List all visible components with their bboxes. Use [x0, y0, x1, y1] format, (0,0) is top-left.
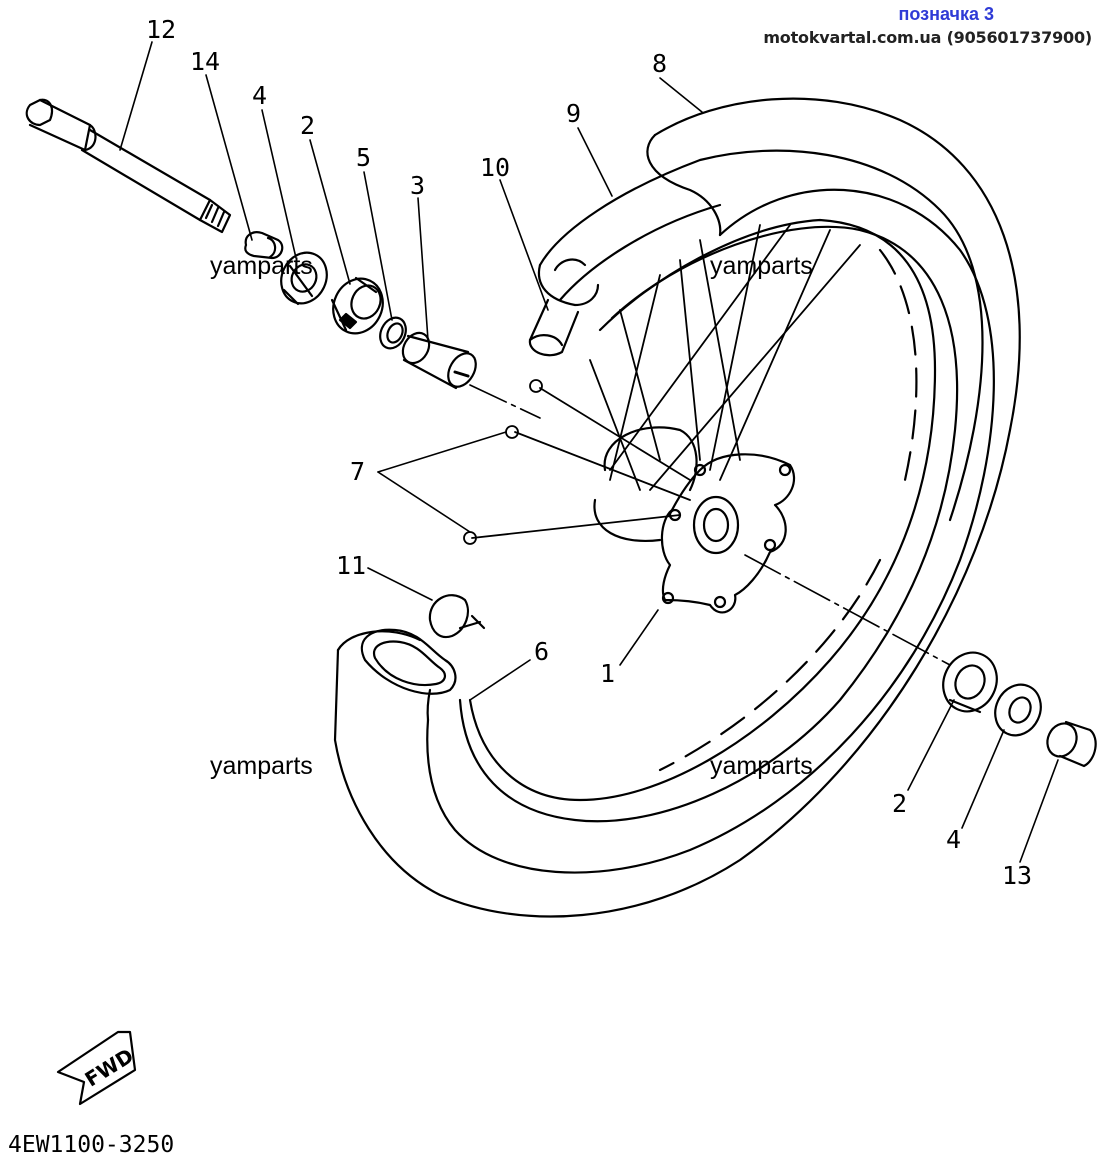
tube-valve	[528, 298, 580, 357]
rim-band	[360, 594, 486, 695]
bearing-bottom	[942, 651, 998, 714]
bearing-top	[330, 276, 384, 335]
watermark: yamparts	[710, 252, 813, 280]
callout-9: 9	[566, 99, 581, 128]
fwd-arrow-icon	[56, 1030, 137, 1106]
callout-5: 5	[356, 143, 371, 172]
tire	[333, 97, 1021, 918]
oil-seal-top	[280, 251, 328, 306]
callout-11: 11	[336, 551, 366, 580]
collar-13	[1046, 720, 1097, 768]
watermark: yamparts	[210, 252, 313, 280]
callout-13: 13	[1002, 861, 1032, 890]
callout-6: 6	[534, 637, 549, 666]
rim	[458, 218, 959, 823]
axis-lines	[469, 384, 951, 666]
watermark: yamparts	[210, 752, 313, 780]
hub	[593, 426, 796, 614]
callout-3: 3	[410, 171, 425, 200]
callout-2-bottom: 2	[892, 789, 907, 818]
tube	[537, 149, 984, 522]
callout-14: 14	[190, 47, 220, 76]
watermark: yamparts	[710, 752, 813, 780]
axle	[25, 98, 232, 234]
spacer	[401, 331, 477, 390]
callout-7: 7	[350, 457, 365, 486]
callout-4-top: 4	[252, 81, 267, 110]
oil-seal-bottom	[994, 683, 1042, 737]
leader-lines	[119, 41, 1059, 863]
diagram-reference: 4EW1100-3250	[8, 1132, 174, 1158]
callout-12: 12	[146, 15, 176, 44]
page-label: позначка 3	[898, 4, 995, 24]
callout-4-bottom: 4	[946, 825, 961, 854]
callout-1: 1	[600, 659, 615, 688]
callout-2-top: 2	[300, 111, 315, 140]
site-credit: motokvartal.com.ua (905601737900)	[763, 28, 1092, 47]
circlip	[379, 316, 407, 350]
callout-8: 8	[652, 49, 667, 78]
callout-10: 10	[480, 153, 510, 182]
